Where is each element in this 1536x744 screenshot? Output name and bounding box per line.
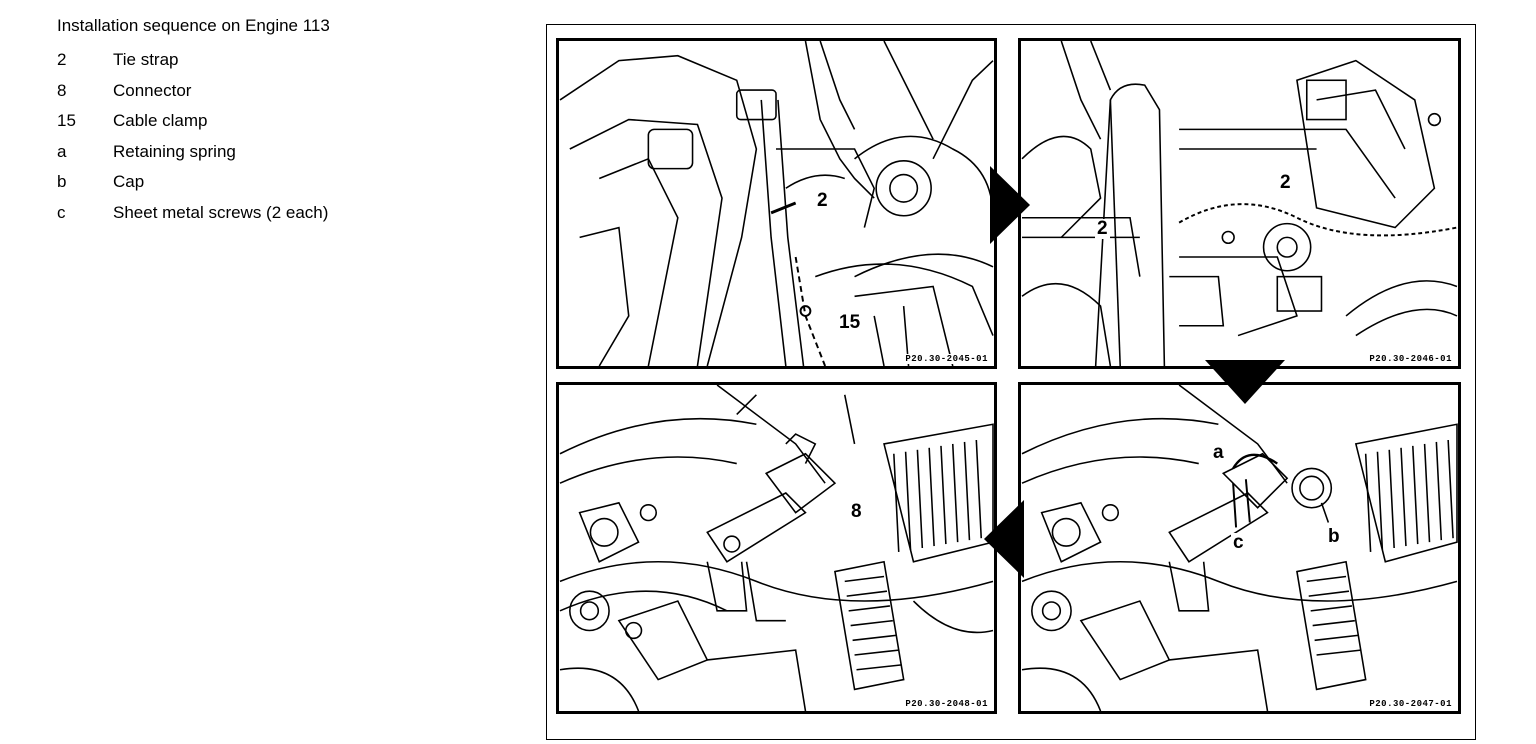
- figure-code: P20.30-2048-01: [905, 699, 988, 709]
- engine-drawing-3: [559, 385, 994, 711]
- panel-tie-strap-routing: 2 2 P20.30-2046-01: [1018, 38, 1461, 369]
- callout-c: c: [1231, 532, 1246, 553]
- callout-2: 2: [815, 190, 830, 211]
- legend-key: 2: [57, 50, 67, 69]
- callout-15: 15: [837, 312, 863, 333]
- legend-key: 15: [57, 111, 76, 130]
- legend-label: Cable clamp: [113, 111, 208, 130]
- callout-2-upper: 2: [1278, 172, 1293, 193]
- legend-key: a: [57, 141, 67, 161]
- figure-frame: [546, 24, 1476, 740]
- callout-b: b: [1326, 526, 1342, 547]
- legend-item: 15 Cable clamp: [57, 106, 497, 137]
- panel-spring-cap-screws: a b c P20.30-2047-01: [1018, 382, 1461, 714]
- legend-key: b: [57, 172, 67, 191]
- legend-label: Sheet metal screws (2 each): [113, 202, 329, 222]
- panel-connector: 8 P20.30-2048-01: [556, 382, 997, 714]
- figure-code: P20.30-2045-01: [905, 354, 988, 364]
- sequence-arrow-right-icon: [990, 166, 1030, 244]
- callout-a: a: [1211, 442, 1226, 463]
- legend-item: a Retaining spring: [57, 137, 497, 168]
- engine-drawing-4: [1021, 385, 1458, 711]
- legend-label: Retaining spring: [113, 141, 236, 161]
- engine-drawing-2: [1021, 41, 1458, 366]
- legend-title: Installation sequence on Engine 113: [57, 16, 330, 35]
- legend-key: 8: [57, 80, 67, 100]
- legend-item: 2 Tie strap: [57, 45, 497, 76]
- legend-label: Connector: [113, 80, 192, 100]
- panel-tie-strap-cable-clamp: 2 15 P20.30-2045-01: [556, 38, 997, 369]
- callout-2-lower: 2: [1095, 218, 1110, 239]
- legend-item: 8 Connector: [57, 76, 497, 107]
- callout-8: 8: [849, 501, 864, 522]
- legend-item: b Cap: [57, 167, 497, 198]
- legend-label: Tie strap: [113, 50, 179, 69]
- legend: Installation sequence on Engine 113 2 Ti…: [57, 14, 497, 228]
- legend-key: c: [57, 202, 66, 222]
- legend-label: Cap: [113, 172, 145, 191]
- figure-code: P20.30-2046-01: [1369, 354, 1452, 364]
- sequence-arrow-down-icon: [1205, 360, 1285, 404]
- sequence-arrow-left-icon: [984, 500, 1024, 578]
- figure-code: P20.30-2047-01: [1369, 699, 1452, 709]
- legend-item: c Sheet metal screws (2 each): [57, 198, 497, 229]
- engine-drawing-1: [559, 41, 994, 366]
